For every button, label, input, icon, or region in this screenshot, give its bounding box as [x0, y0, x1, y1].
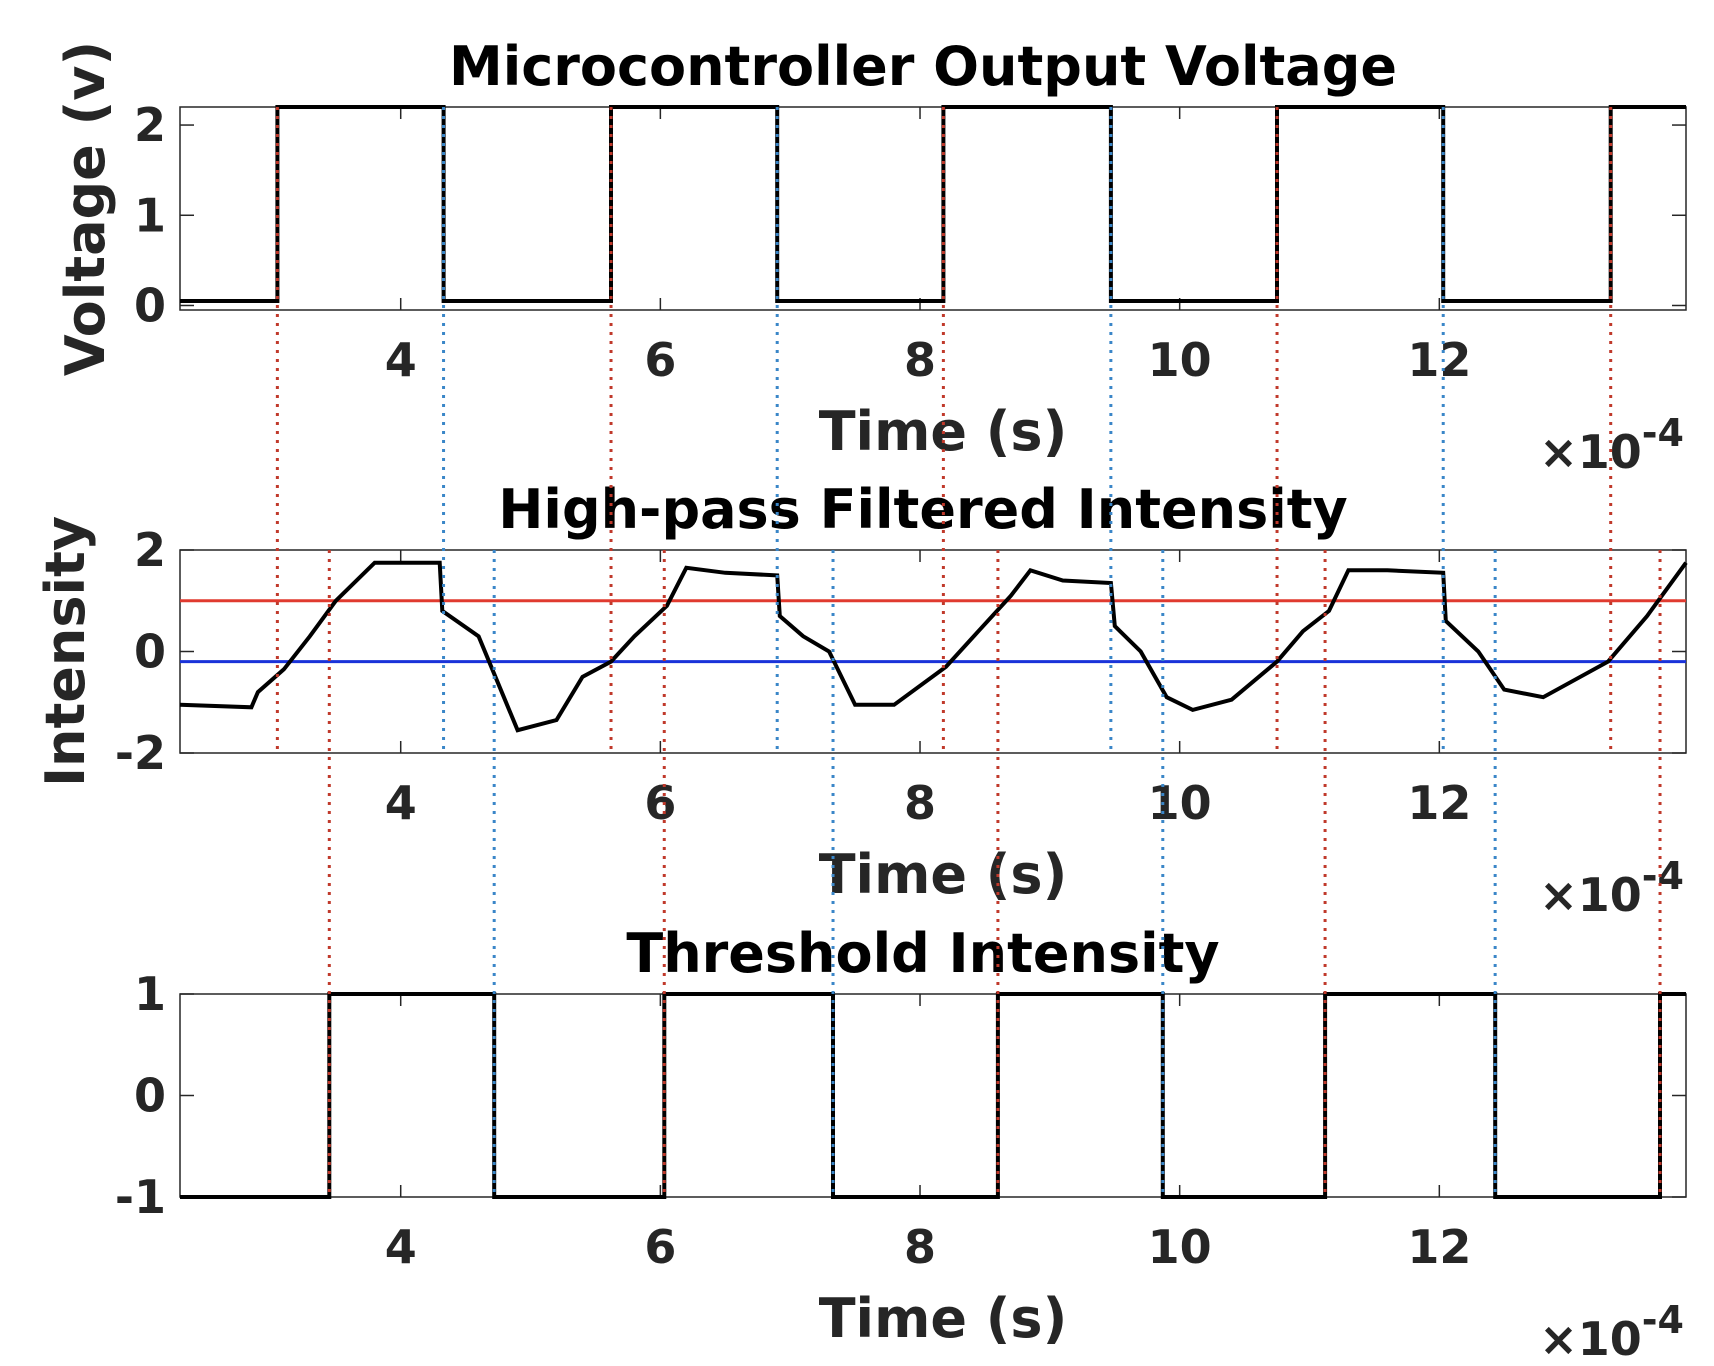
x-tick-label: 12: [1407, 776, 1471, 830]
x-tick-label: 4: [385, 776, 417, 830]
x-tick-label: 10: [1148, 333, 1212, 387]
x-tick-label: 8: [904, 776, 936, 830]
x-tick-label: 4: [385, 333, 417, 387]
x-axis-multiplier: ×10-4: [1539, 411, 1684, 479]
x-tick-label: 6: [644, 1220, 676, 1274]
series-line-1: [180, 105, 1686, 303]
x-tick-label: 10: [1148, 1220, 1212, 1274]
plot-area: [179, 549, 1687, 754]
x-axis-label: Time (s): [819, 1287, 1068, 1350]
y-axis-label: Intensity: [34, 516, 97, 787]
x-tick-label: 12: [1407, 333, 1471, 387]
x-tick-label: 12: [1407, 1220, 1471, 1274]
panel-title: High-pass Filtered Intensity: [498, 478, 1348, 541]
y-tick-label: 1: [134, 188, 166, 242]
x-axis-multiplier: ×10-4: [1539, 1298, 1684, 1366]
plot-area: [179, 993, 1687, 1198]
panel-title: Microcontroller Output Voltage: [449, 35, 1397, 98]
panel-title: Threshold Intensity: [626, 922, 1219, 985]
x-axis-label: Time (s): [819, 843, 1068, 906]
x-tick-label: 6: [644, 776, 676, 830]
x-tick-label: 6: [644, 333, 676, 387]
x-tick-label: 8: [904, 1220, 936, 1274]
y-tick-label: -2: [115, 726, 166, 780]
x-tick-label: 8: [904, 333, 936, 387]
x-tick-label: 4: [385, 1220, 417, 1274]
y-tick-label: 0: [134, 1069, 166, 1123]
x-axis-multiplier: ×10-4: [1539, 854, 1684, 922]
panel-2: High-pass Filtered Intensity 4 6 8 10 12 -2 0 2T…: [34, 478, 1688, 922]
y-tick-label: 2: [134, 98, 166, 152]
x-tick-label: 10: [1148, 776, 1212, 830]
y-axis-label: Voltage (v): [54, 41, 117, 376]
series-line-1: [179, 560, 1688, 733]
y-tick-label: 1: [134, 967, 166, 1021]
y-tick-label: 2: [134, 523, 166, 577]
y-tick-label: 0: [134, 625, 166, 679]
plot-area: [179, 106, 1687, 311]
y-tick-label: 0: [134, 278, 166, 332]
y-tick-label: -1: [115, 1170, 166, 1224]
